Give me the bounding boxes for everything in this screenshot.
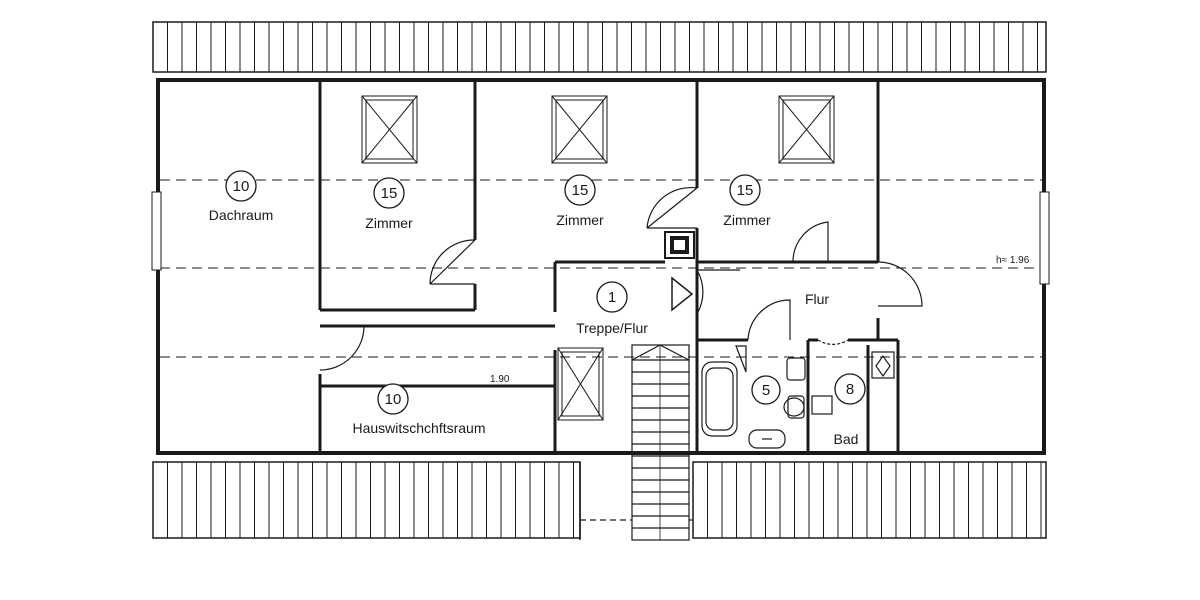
room-number-bad-wc: 5 — [762, 382, 770, 399]
chimney — [664, 231, 695, 259]
room-name-zimmer-2: Zimmer — [556, 212, 604, 228]
skylight-icon — [361, 95, 418, 164]
room-number-dachraum: 10 — [233, 178, 250, 195]
room-number-zimmer-3: 15 — [737, 182, 754, 199]
room-name-dachraum: Dachraum — [209, 207, 274, 223]
sink-icon — [786, 357, 806, 381]
room-name-treppe: Treppe/Flur — [576, 320, 648, 336]
shower-icon — [871, 351, 895, 379]
door-swings — [319, 186, 923, 371]
room-name-zimmer-1: Zimmer — [365, 215, 413, 231]
room-number-zimmer-1: 15 — [381, 185, 398, 202]
room-number-hauswirtschaft: 10 — [385, 391, 402, 408]
height-lines — [160, 179, 1042, 358]
skylight-icon — [557, 347, 604, 421]
staircase — [579, 276, 694, 541]
room-name-zimmer-3: Zimmer — [723, 212, 771, 228]
room-number-zimmer-2: 15 — [572, 182, 589, 199]
width-annotation: 1.90 — [490, 374, 510, 385]
roof-hatch-top — [152, 21, 1047, 73]
toilet-icon — [787, 395, 805, 419]
gable-windows — [151, 191, 1050, 285]
room-number-bad: 8 — [846, 381, 854, 398]
room-number-circles — [225, 170, 866, 415]
bidet-icon — [811, 395, 833, 415]
bathtub-icon — [701, 361, 738, 437]
room-name-bad: Bad — [834, 431, 859, 447]
room-name-hauswirtschaft: Hauswitschchftsraum — [352, 420, 485, 436]
skylight-icon — [778, 95, 835, 164]
skylights — [361, 95, 835, 421]
room-number-treppe: 1 — [608, 289, 616, 306]
bath-fixtures — [701, 345, 895, 449]
roof-hatch-bottom-left — [152, 461, 581, 539]
exterior-walls — [156, 78, 1046, 455]
room-name-flur: Flur — [805, 291, 829, 307]
room-labels: 10 Dachraum 15 Zimmer 15 Zimmer 15 Zimme… — [209, 178, 859, 447]
washbasin-icon — [748, 429, 786, 449]
height-annotation: h≈ 1.96 — [996, 255, 1030, 266]
roof-hatch-bottom-right — [692, 461, 1047, 539]
skylight-icon — [551, 95, 608, 164]
annotations: h≈ 1.96 1.90 — [490, 255, 1030, 385]
